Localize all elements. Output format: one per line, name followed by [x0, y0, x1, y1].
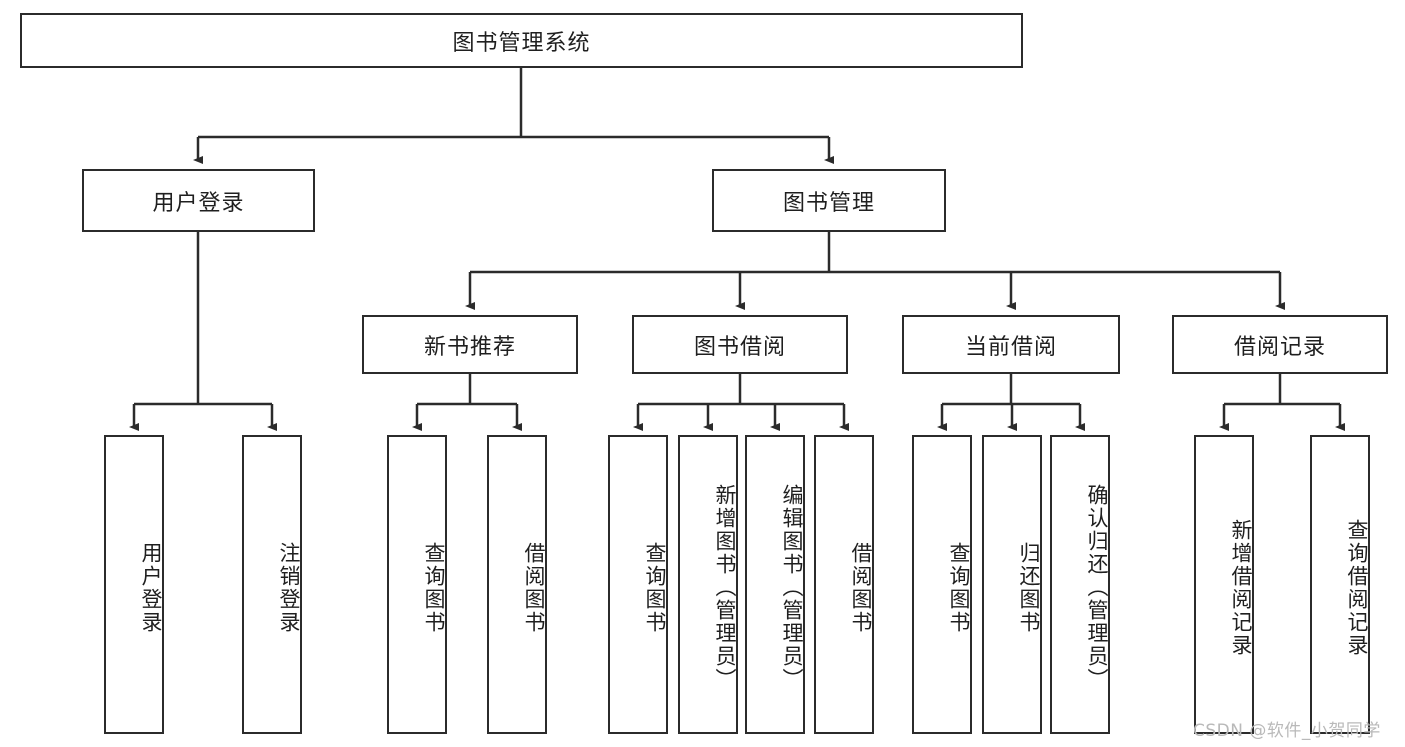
node-leaf-query-record-label: 查询借阅记录 — [1345, 518, 1369, 657]
node-current-borrow[interactable]: 当前借阅 — [902, 315, 1120, 374]
node-new-book-recommend[interactable]: 新书推荐 — [362, 315, 578, 374]
node-leaf-confirm-return[interactable]: 确认归还（管理员） — [1050, 435, 1110, 734]
node-leaf-add-book[interactable]: 新增图书（管理员） — [678, 435, 738, 734]
csdn-watermark: CSDN @软件_小贺同学 — [1193, 721, 1381, 741]
node-leaf-borrow-book-rec-label: 借阅图书 — [522, 541, 546, 634]
node-leaf-query-book-rec-label: 查询图书 — [422, 541, 446, 634]
node-leaf-logout[interactable]: 注销登录 — [242, 435, 302, 734]
node-borrow-record-label: 借阅记录 — [1233, 334, 1326, 360]
node-leaf-query-book-current-label: 查询图书 — [947, 541, 971, 634]
node-root[interactable]: 图书管理系统 — [20, 13, 1023, 68]
node-leaf-add-book-label: 新增图书（管理员） — [713, 484, 737, 691]
node-book-borrow-label: 图书借阅 — [693, 334, 786, 360]
node-leaf-borrow-book-label: 借阅图书 — [849, 541, 873, 634]
node-leaf-add-record[interactable]: 新增借阅记录 — [1194, 435, 1254, 734]
node-leaf-edit-book-label: 编辑图书（管理员） — [780, 484, 804, 691]
node-leaf-user-login[interactable]: 用户登录 — [104, 435, 164, 734]
node-new-book-recommend-label: 新书推荐 — [423, 334, 516, 360]
node-user-login[interactable]: 用户登录 — [82, 169, 315, 232]
node-current-borrow-label: 当前借阅 — [964, 334, 1057, 360]
node-leaf-add-record-label: 新增借阅记录 — [1229, 518, 1253, 657]
node-leaf-query-book-borrow-label: 查询图书 — [643, 541, 667, 634]
node-leaf-borrow-book-rec[interactable]: 借阅图书 — [487, 435, 547, 734]
node-book-manage[interactable]: 图书管理 — [712, 169, 946, 232]
node-leaf-query-book-rec[interactable]: 查询图书 — [387, 435, 447, 734]
node-book-borrow[interactable]: 图书借阅 — [632, 315, 848, 374]
node-leaf-return-book-label: 归还图书 — [1017, 541, 1041, 634]
node-user-login-label: 用户登录 — [152, 190, 245, 216]
node-leaf-user-login-label: 用户登录 — [139, 541, 163, 634]
node-leaf-logout-label: 注销登录 — [277, 541, 301, 634]
node-leaf-return-book[interactable]: 归还图书 — [982, 435, 1042, 734]
node-leaf-borrow-book[interactable]: 借阅图书 — [814, 435, 874, 734]
node-root-label: 图书管理系统 — [452, 30, 591, 56]
node-leaf-confirm-return-label: 确认归还（管理员） — [1085, 484, 1109, 691]
node-leaf-query-book-borrow[interactable]: 查询图书 — [608, 435, 668, 734]
node-leaf-query-record[interactable]: 查询借阅记录 — [1310, 435, 1370, 734]
node-leaf-edit-book[interactable]: 编辑图书（管理员） — [745, 435, 805, 734]
node-book-manage-label: 图书管理 — [782, 190, 875, 216]
node-leaf-query-book-current[interactable]: 查询图书 — [912, 435, 972, 734]
node-borrow-record[interactable]: 借阅记录 — [1172, 315, 1388, 374]
